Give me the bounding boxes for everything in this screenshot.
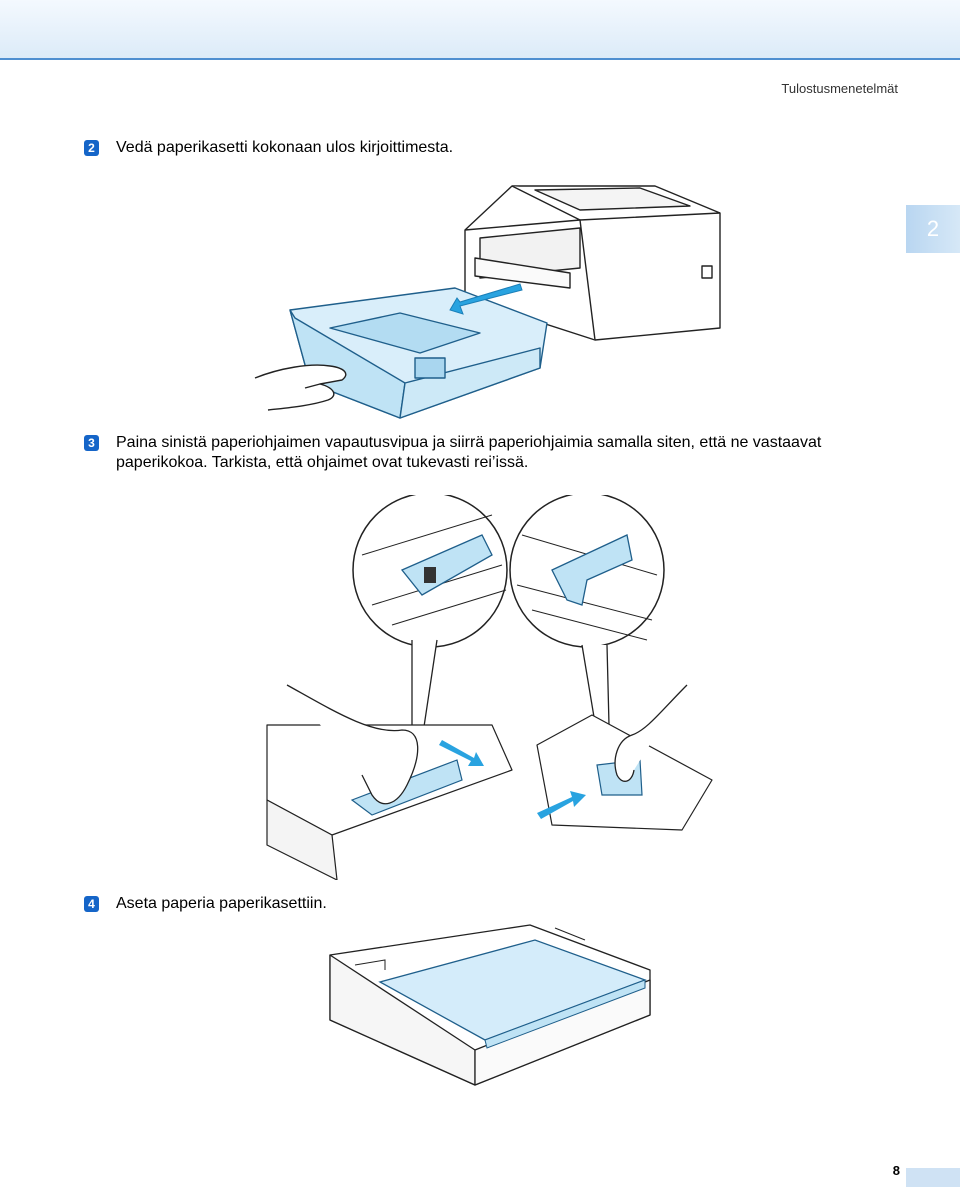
- load-paper-illustration: [325, 920, 655, 1100]
- footer-bar: [906, 1168, 960, 1187]
- top-header-band: [0, 0, 960, 60]
- page-number: 8: [892, 1163, 900, 1178]
- step-text: Vedä paperikasetti kokonaan ulos kirjoit…: [116, 139, 454, 156]
- step-number-badge: 4: [84, 896, 99, 912]
- printer-tray-removal-illustration: [250, 178, 730, 423]
- chapter-header-title: Tulostusmenetelmät: [781, 81, 898, 96]
- paper-guide-adjustment-illustration: [262, 495, 717, 880]
- step-number-badge: 3: [84, 435, 99, 451]
- step-text: Paina sinistä paperiohjaimen vapautusvip…: [116, 434, 822, 471]
- chapter-tab[interactable]: 2: [906, 205, 960, 253]
- step-text: Aseta paperia paperikasettiin.: [116, 895, 327, 912]
- step-number-badge: 2: [84, 140, 99, 156]
